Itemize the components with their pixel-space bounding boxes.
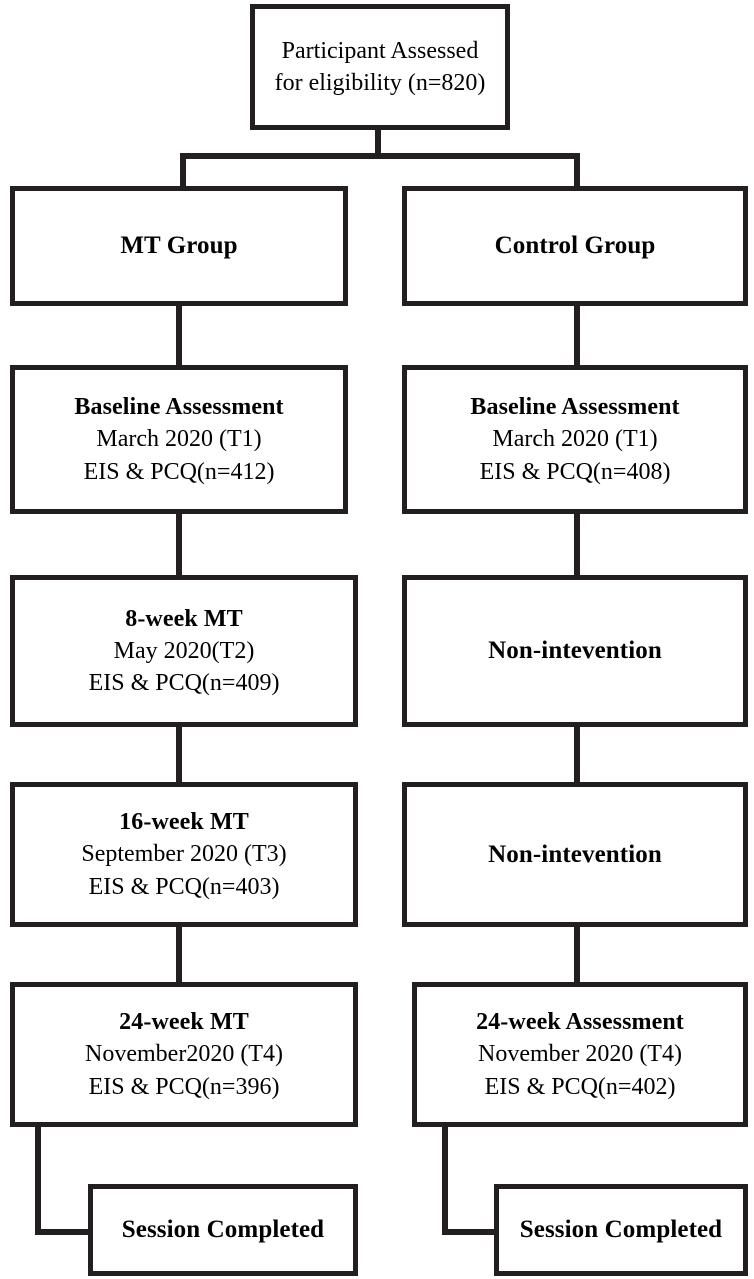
connector-split-right-drop [574, 153, 580, 187]
connector-control-week16-to-week24 [574, 926, 580, 982]
connector-mt-week8-to-week16 [176, 726, 182, 782]
connector-mt-week24-to-completed-vertical [35, 1126, 41, 1235]
control-week8-title: Non-intevention [488, 637, 662, 665]
node-control-week24: 24-week Assessment November 2020 (T4) EI… [412, 982, 748, 1127]
enrollment-line-1: Participant Assessed [281, 37, 479, 64]
connector-mt-week16-to-week24 [176, 926, 182, 982]
mt-week24-date: November2020 (T4) [85, 1041, 283, 1068]
control-group-title: Control Group [494, 232, 656, 260]
node-control-week8: Non-intevention [402, 575, 748, 727]
node-control-session-completed: Session Completed [494, 1184, 748, 1276]
node-mt-baseline: Baseline Assessment March 2020 (T1) EIS … [10, 365, 348, 514]
connector-mt-baseline-to-week8 [176, 513, 182, 575]
connector-control-week24-to-completed-horizontal [442, 1229, 498, 1235]
connector-mt-week24-to-completed-horizontal [35, 1229, 92, 1235]
mt-week24-measures: EIS & PCQ(n=396) [88, 1073, 280, 1100]
mt-session-completed-title: Session Completed [121, 1216, 325, 1244]
control-week24-date: November 2020 (T4) [478, 1041, 682, 1068]
node-mt-week24: 24-week MT November2020 (T4) EIS & PCQ(n… [10, 982, 358, 1127]
mt-baseline-measures: EIS & PCQ(n=412) [83, 458, 275, 485]
node-control-week16: Non-intevention [402, 782, 748, 927]
connector-control-baseline-to-week8 [574, 513, 580, 575]
connector-control-week8-to-week16 [574, 726, 580, 782]
control-baseline-measures: EIS & PCQ(n=408) [479, 458, 671, 485]
mt-week16-measures: EIS & PCQ(n=403) [88, 873, 280, 900]
mt-week8-title: 8-week MT [125, 605, 243, 632]
mt-week24-title: 24-week MT [119, 1009, 249, 1036]
mt-baseline-date: March 2020 (T1) [96, 426, 262, 453]
connector-split-bar [180, 153, 580, 159]
mt-week8-measures: EIS & PCQ(n=409) [88, 670, 280, 697]
connector-mt-group-to-baseline [176, 305, 182, 365]
control-week16-title: Non-intevention [488, 840, 662, 868]
node-mt-group: MT Group [10, 186, 348, 306]
node-enrollment: Participant Assessed for eligibility (n=… [250, 4, 510, 130]
connector-split-left-drop [180, 153, 186, 187]
node-mt-session-completed: Session Completed [88, 1184, 358, 1276]
mt-group-title: MT Group [120, 232, 238, 260]
mt-week16-title: 16-week MT [119, 809, 249, 836]
connector-control-week24-to-completed-vertical [442, 1126, 448, 1235]
control-week24-measures: EIS & PCQ(n=402) [484, 1073, 676, 1100]
node-mt-week16: 16-week MT September 2020 (T3) EIS & PCQ… [10, 782, 358, 927]
enrollment-line-2: for eligibility (n=820) [274, 70, 486, 96]
mt-baseline-title: Baseline Assessment [74, 394, 284, 421]
node-control-group: Control Group [402, 186, 748, 306]
control-session-completed-title: Session Completed [519, 1216, 723, 1244]
node-control-baseline: Baseline Assessment March 2020 (T1) EIS … [402, 365, 748, 514]
control-baseline-title: Baseline Assessment [470, 394, 680, 421]
connector-enrollment-stem [375, 128, 381, 156]
connector-control-group-to-baseline [574, 305, 580, 365]
control-baseline-date: March 2020 (T1) [492, 426, 658, 453]
node-mt-week8: 8-week MT May 2020(T2) EIS & PCQ(n=409) [10, 575, 358, 727]
mt-week16-date: September 2020 (T3) [81, 841, 287, 868]
mt-week8-date: May 2020(T2) [113, 637, 255, 664]
control-week24-title: 24-week Assessment [476, 1009, 684, 1036]
